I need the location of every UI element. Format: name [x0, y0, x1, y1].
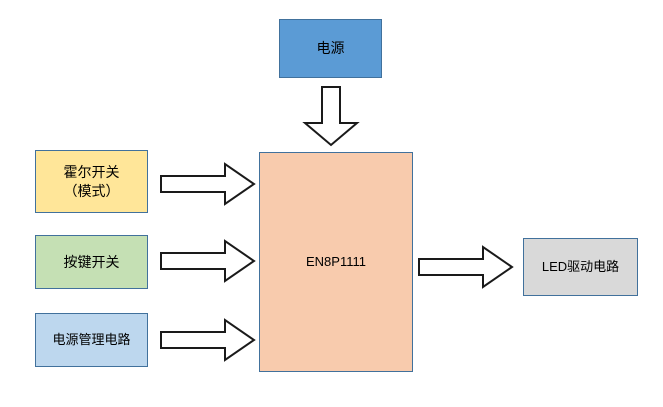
arrow-down-power-to-mcu	[302, 86, 360, 147]
block-key-switch-label: 按键开关	[63, 253, 120, 270]
block-led-driver-circuit-label: LED驱动电路	[541, 259, 620, 275]
block-power-management-circuit-label: 电源管理电路	[52, 332, 131, 348]
block-power-management-circuit[interactable]: 电源管理电路	[35, 313, 148, 367]
block-mcu-en8p1111[interactable]: EN8P1111	[259, 152, 413, 372]
arrow-right-hall-to-mcu	[160, 162, 256, 206]
arrow-right-mcu-to-led	[418, 245, 514, 289]
block-key-switch[interactable]: 按键开关	[35, 235, 148, 289]
block-led-driver-circuit[interactable]: LED驱动电路	[523, 238, 638, 296]
block-hall-switch[interactable]: 霍尔开关 （模式）	[35, 150, 148, 213]
arrow-right-key-to-mcu	[160, 239, 256, 283]
block-power-label: 电源	[316, 40, 345, 57]
arrow-right-pmu-to-mcu	[160, 318, 256, 362]
block-mcu-en8p1111-label: EN8P1111	[306, 254, 366, 270]
block-hall-switch-label: 霍尔开关 （模式）	[63, 163, 120, 199]
block-power[interactable]: 电源	[279, 19, 382, 78]
